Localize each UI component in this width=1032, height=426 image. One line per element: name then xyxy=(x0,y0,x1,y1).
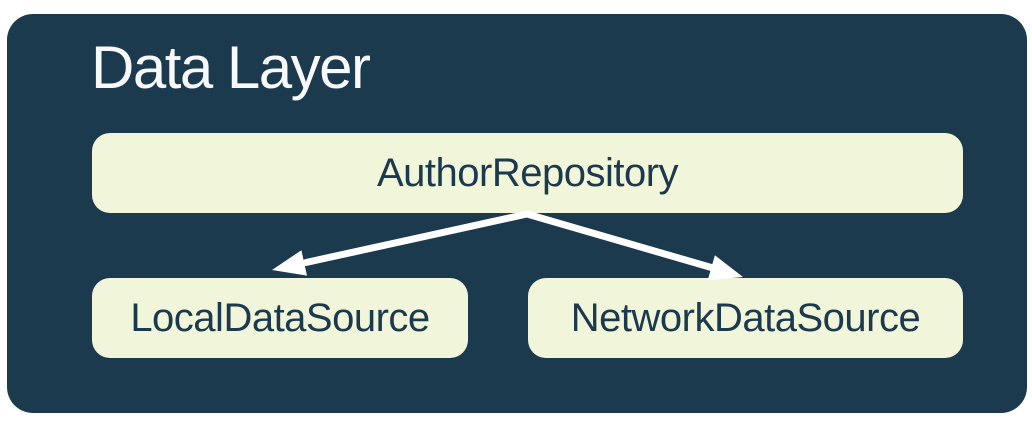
node-network-data-source: NetworkDataSource xyxy=(528,278,963,358)
node-local-data-source: LocalDataSource xyxy=(92,278,468,358)
node-label: AuthorRepository xyxy=(376,150,679,195)
node-label: NetworkDataSource xyxy=(570,295,921,340)
node-author-repository: AuthorRepository xyxy=(92,133,963,213)
group-title: Data Layer xyxy=(91,34,371,101)
node-label: LocalDataSource xyxy=(130,295,430,340)
